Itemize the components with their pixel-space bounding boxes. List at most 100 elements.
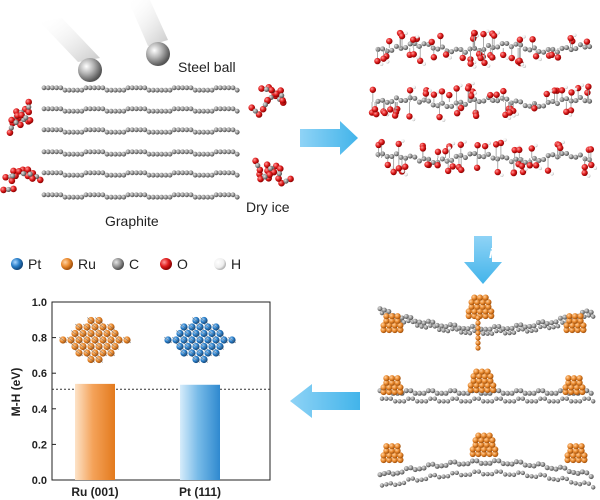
hydrogen-atom <box>463 139 467 144</box>
hydrogen-atom <box>487 141 491 145</box>
carbon-atom <box>87 85 93 91</box>
carbon-atom <box>197 108 202 114</box>
carbon-atom <box>377 472 383 478</box>
carbon-atom <box>134 192 139 198</box>
ru-atom <box>397 384 404 391</box>
carbon-atom <box>393 151 399 157</box>
carbon-atom <box>255 162 261 169</box>
ru-atom <box>579 388 586 396</box>
carbon-atom <box>167 151 173 157</box>
carbon-atom <box>533 474 539 480</box>
ru-atom <box>573 384 580 391</box>
oxygen-atom <box>390 168 397 176</box>
carbon-atom <box>401 399 407 404</box>
carbon-atom <box>553 319 559 325</box>
carbon-atom <box>476 469 481 474</box>
carbon-atom <box>176 149 181 155</box>
legend-label: H <box>231 256 241 272</box>
carbon-atom <box>222 149 228 155</box>
carbon-atom <box>117 87 122 93</box>
carbon-atom <box>419 477 424 482</box>
carbon-atom <box>66 194 72 200</box>
carbon-atom <box>426 98 432 104</box>
carbon-atom <box>487 460 493 466</box>
carbon-atom <box>496 323 502 329</box>
ru-atom <box>473 382 480 389</box>
ru-atom <box>572 443 580 450</box>
carbon-atom <box>508 159 514 165</box>
left-arrow-icon <box>290 384 360 418</box>
oxygen-atom <box>25 98 33 106</box>
carbon-atom <box>129 192 135 198</box>
carbon-atom <box>79 108 85 114</box>
carbon-atom <box>41 127 47 133</box>
ru-atom <box>564 452 571 459</box>
ru-atom <box>471 294 478 301</box>
carbon-atom <box>487 326 493 332</box>
legend-label: O <box>177 256 188 272</box>
ru-atom <box>489 437 496 444</box>
carbon-atom <box>134 127 139 133</box>
carbon-atom <box>100 170 106 176</box>
carbon-atom <box>467 399 473 404</box>
ru-atom <box>475 450 482 458</box>
carbon-atom <box>430 102 436 108</box>
oxygen-atom <box>474 142 481 149</box>
y-tick-label: 0.6 <box>32 368 47 380</box>
carbon-atom <box>201 172 207 178</box>
carbon-atom <box>569 399 574 404</box>
oxygen-atom <box>436 113 443 121</box>
carbon-atom <box>27 171 33 177</box>
carbon-atom <box>586 481 591 486</box>
carbon-atom <box>547 476 552 481</box>
carbon-atom <box>459 330 464 335</box>
carbon-atom <box>560 475 565 481</box>
oxygen-atom <box>371 106 379 113</box>
carbon-atom <box>549 390 555 396</box>
carbon-atom <box>461 461 467 467</box>
hydrogen-atom <box>400 139 405 143</box>
oxygen-atom <box>434 161 441 169</box>
y-axis-label: M-H (eV) <box>9 368 23 417</box>
carbon-atom <box>125 149 131 155</box>
carbon-atom <box>462 155 468 161</box>
dry-ice-left <box>0 98 44 194</box>
ru-atom <box>575 452 582 459</box>
carbon-atom <box>155 151 160 157</box>
carbon-atom <box>406 477 411 482</box>
carbon-atom <box>474 458 480 464</box>
carbon-atom <box>377 306 383 312</box>
carbon-atom <box>423 325 429 330</box>
carbon-atom <box>176 85 181 91</box>
carbon-atom <box>226 127 232 133</box>
carbon-atom <box>525 473 530 479</box>
oxygen-atom <box>258 85 265 92</box>
ru-atom <box>394 447 401 454</box>
carbon-atom <box>587 98 593 104</box>
carbon-atom <box>434 390 440 396</box>
carbon-atom <box>201 108 207 114</box>
carbon-atom <box>234 172 240 178</box>
carbon-atom <box>456 325 462 331</box>
carbon-atom <box>415 323 420 328</box>
carbon-atom <box>201 151 207 157</box>
carbon-atom <box>516 327 521 332</box>
carbon-atom <box>138 85 144 91</box>
carbon-atom <box>192 108 198 114</box>
ru-atom <box>486 432 493 439</box>
carbon-atom <box>582 480 587 485</box>
carbon-atom <box>104 108 110 114</box>
carbon-atom <box>439 44 445 50</box>
carbon-atom <box>417 390 423 396</box>
hydrogen-atom <box>428 88 432 93</box>
carbon-atom <box>142 170 148 176</box>
oxygen-atom <box>256 166 264 174</box>
oxygen-atom <box>395 165 403 172</box>
legend-pt-atom-icon <box>11 258 23 270</box>
carbon-atom <box>447 459 453 465</box>
carbon-atom <box>518 99 524 105</box>
carbon-atom <box>188 149 194 155</box>
oxygen-atom <box>473 164 481 171</box>
carbon-atom <box>542 473 547 478</box>
